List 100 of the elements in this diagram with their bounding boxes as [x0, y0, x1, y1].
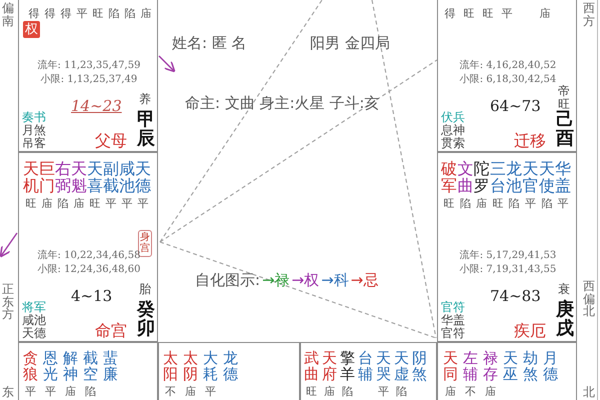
- star-name: 劫煞: [523, 351, 538, 382]
- star-name: 天官: [522, 161, 538, 195]
- star-name: 副截: [103, 161, 119, 195]
- palace-cell: [437, 342, 577, 400]
- palace-name: 迁移: [514, 133, 546, 149]
- brightness-row: 旺庙陷庙旺平平平: [26, 198, 154, 210]
- transform-label: →禄: [262, 271, 290, 290]
- star-name: 大耗: [203, 351, 218, 382]
- star-label: 咸池: [22, 314, 46, 326]
- star-name: 左辅: [463, 351, 478, 382]
- year-list: 小限: 7,19,31,43,55: [438, 265, 578, 275]
- star-name: 武曲: [304, 351, 319, 382]
- star-name: 天德: [135, 161, 151, 195]
- brightness-row: 得旺旺平 庙: [444, 8, 558, 19]
- stage-name: 衰: [558, 283, 570, 295]
- info-text: 命主: 文曲 身主:火星 子斗:亥: [185, 96, 380, 111]
- palace-cell: [300, 342, 437, 400]
- star-name: 天同: [443, 351, 458, 382]
- star-label: 贯索: [441, 137, 465, 149]
- stage-name: 养: [139, 93, 151, 105]
- star-name: 阴煞: [412, 351, 427, 382]
- year-list: 小限: 6,18,30,42,54: [438, 75, 578, 85]
- palace-cell: [18, 0, 158, 152]
- star-name: 擎羊: [340, 351, 355, 382]
- star-label: 吊客: [22, 137, 46, 149]
- star-name: 天魁: [71, 161, 87, 195]
- info-text: 阳男 金四局: [310, 36, 390, 51]
- arrow: [0, 232, 18, 258]
- stem-branch: 庚戌: [556, 301, 574, 339]
- age-range: 74~83: [490, 289, 541, 304]
- arrow: [158, 56, 176, 72]
- star-name: 天喜: [87, 161, 103, 195]
- star-name: 太阳: [163, 351, 178, 382]
- direction-label: 正东方: [2, 283, 14, 321]
- stem-branch: 甲辰: [137, 111, 155, 149]
- transform-badge: 权: [23, 21, 40, 38]
- stage-name: 帝旺: [558, 85, 570, 110]
- stem-branch: 己酉: [556, 111, 574, 149]
- star-name: 龙德: [223, 351, 238, 382]
- info-text: 姓名: 匿 名: [172, 36, 247, 51]
- star-name: 天使: [538, 161, 555, 195]
- year-list: 流年: 4,16,28,40,52: [438, 61, 578, 71]
- star-name: 天府: [322, 351, 337, 382]
- brightness-row: 庙不庙: [445, 386, 505, 398]
- year-list: 流年: 11,23,35,47,59: [19, 61, 159, 71]
- palace-name: 命宫: [95, 323, 127, 339]
- brightness-row: 旺陷庙旺陷平陷平: [444, 198, 574, 210]
- star-name: 天机: [23, 161, 39, 195]
- direction-label: 东: [2, 386, 14, 399]
- age-range: 64~73: [490, 99, 541, 114]
- star-label: 官符: [441, 301, 465, 313]
- star-name: 巨门: [39, 161, 55, 195]
- star-label: 天德: [22, 327, 46, 339]
- brightness-row: 旺庙陷 平陷: [306, 386, 414, 398]
- palace-name: 疾厄: [514, 323, 546, 339]
- star-label: 伏兵: [441, 111, 465, 123]
- star-name: 咸池: [119, 161, 135, 195]
- star-name: 天巫: [503, 351, 518, 382]
- star-name: 截空: [83, 351, 98, 382]
- year-list: 小限: 12,24,36,48,60: [19, 265, 159, 275]
- direction-label: 北: [583, 386, 595, 399]
- brightness-row: 平平庙陷: [25, 386, 105, 398]
- star-label: 将军: [22, 301, 46, 313]
- transform-label: →权: [292, 271, 320, 290]
- star-name: 陀罗: [474, 161, 490, 195]
- star-name: 月德: [543, 351, 558, 382]
- year-list: 小限: 1,13,25,37,49: [19, 75, 159, 85]
- star-name: 天虚: [394, 351, 409, 382]
- year-list: 流年: 5,17,29,41,53: [438, 251, 578, 261]
- star-name: 贪狼: [23, 351, 38, 382]
- palace-cell: [437, 0, 577, 152]
- brightness-row: 不庙平: [165, 386, 225, 398]
- transform-label: →忌: [350, 271, 378, 290]
- star-name: 天哭: [376, 351, 391, 382]
- palace-cell: [18, 152, 158, 342]
- star-name: 龙池: [506, 161, 522, 195]
- star-name: 台辅: [358, 351, 373, 382]
- palace-name: 父母: [95, 133, 127, 149]
- stem-branch: 癸卯: [137, 301, 155, 339]
- star-label: 奏书: [22, 111, 46, 123]
- star-name: 蜚廉: [103, 351, 118, 382]
- star-label: 息神: [441, 124, 465, 136]
- star-name: 恩光: [43, 351, 58, 382]
- star-label: 官符: [441, 327, 465, 339]
- stage-name: 胎: [139, 283, 151, 295]
- star-name: 华盖: [555, 161, 572, 195]
- age-range: 4~13: [71, 289, 112, 304]
- palace-cell: [437, 152, 577, 342]
- star-label: 华盖: [441, 314, 465, 326]
- star-name: 三台: [490, 161, 506, 195]
- star-label: 月煞: [22, 124, 46, 136]
- star-name: 右弼: [55, 161, 71, 195]
- palace-cell: [158, 342, 300, 400]
- direction-label: 西偏北: [583, 280, 595, 318]
- legend-text: 自化图示:: [195, 271, 260, 290]
- brightness-row: 得得得平旺陷陷庙: [28, 8, 156, 19]
- transform-label: →科: [321, 271, 349, 290]
- star-name: 太阴: [183, 351, 198, 382]
- age-range: 14~23: [71, 99, 122, 114]
- star-name: 禄存: [483, 351, 498, 382]
